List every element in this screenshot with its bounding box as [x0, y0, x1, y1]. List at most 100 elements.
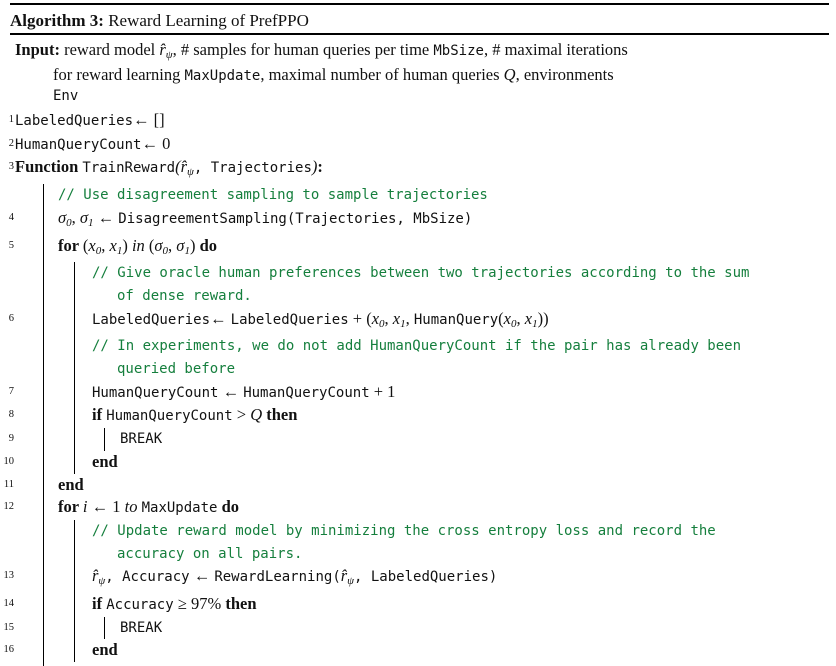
- block-rail: [43, 358, 44, 381]
- code-text: ≥ 97%: [173, 594, 226, 614]
- code-text: 0: [162, 244, 169, 257]
- code-text: HumanQueryCount: [92, 384, 219, 401]
- code-text: Q: [250, 405, 263, 425]
- code-text: end: [92, 640, 118, 660]
- indent-spacer: [14, 207, 43, 235]
- block-rail: [74, 404, 75, 429]
- code-text: HumanQueryCount: [15, 136, 142, 153]
- input-line: Env: [0, 86, 836, 106]
- code-text: x: [392, 308, 401, 328]
- line-number: [0, 520, 14, 543]
- code-text: Accuracy: [106, 597, 174, 614]
- code-text: ,: [405, 308, 414, 328]
- code-text: x: [524, 308, 533, 328]
- code-text: end: [92, 451, 118, 471]
- indent-spacer: [14, 639, 43, 662]
- code-text: HumanQuery: [413, 311, 499, 328]
- code-text: ← 0: [141, 133, 171, 153]
- block-rail: [43, 234, 44, 263]
- indent-spacer: [44, 593, 74, 617]
- code-text: BREAK: [120, 619, 163, 636]
- indent-spacer: [14, 381, 43, 405]
- indent-spacer: [44, 404, 74, 428]
- block-rail: [43, 496, 44, 520]
- block-rail: [74, 450, 75, 474]
- code-text: for reward learning: [53, 65, 185, 84]
- indent-spacer: [14, 428, 43, 451]
- code-text: :: [317, 157, 323, 177]
- algo-line: 8 if HumanQueryCount > Q then: [0, 404, 836, 429]
- line-number: 11: [3, 478, 14, 490]
- algo-comment-line: of dense reward.: [0, 284, 836, 308]
- code-text: , environments: [515, 65, 614, 84]
- block-rail: [74, 565, 75, 594]
- indent-spacer: [44, 285, 74, 308]
- block-rail: [74, 262, 75, 285]
- code-text: ← 1: [87, 497, 125, 517]
- block-rail: [74, 428, 75, 451]
- code-text: MaxUpdate: [184, 68, 261, 84]
- line-content: if Accuracy ≥ 97% then: [75, 593, 836, 617]
- code-text: 1: [184, 244, 190, 257]
- line-content: HumanQueryCount ← HumanQueryCount + 1: [75, 381, 836, 405]
- indent-spacer: [44, 451, 74, 474]
- code-text: ,: [101, 235, 110, 255]
- code-text: Env: [53, 88, 79, 104]
- line-number: 4: [8, 211, 14, 223]
- code-text: ←: [189, 566, 215, 586]
- code-text: BREAK: [120, 431, 163, 448]
- code-text: then: [262, 405, 298, 425]
- indent-spacer: [14, 593, 43, 617]
- code-text: HumanQueryCount: [106, 408, 233, 425]
- indent-spacer: [14, 262, 43, 285]
- line-content: of dense reward.: [75, 285, 836, 308]
- code-text: ψ: [98, 575, 106, 588]
- code-text: + (: [348, 308, 372, 328]
- line-number: 7: [8, 385, 14, 397]
- algo-comment-line: // Update reward model by minimizing the…: [0, 519, 836, 543]
- indent-spacer: [14, 474, 43, 497]
- algorithm-title-text: Reward Learning of PrefPPO: [103, 11, 309, 30]
- code-text: σ: [154, 235, 163, 255]
- code-text: for: [58, 497, 83, 517]
- line-content: // Use disagreement sampling to sample t…: [44, 184, 836, 207]
- line-number: 10: [3, 455, 15, 467]
- line-number: 8: [8, 409, 14, 421]
- indent-spacer: [44, 520, 74, 543]
- code-text: ,: [516, 308, 525, 328]
- code-text: σ: [176, 235, 185, 255]
- line-number: 13: [3, 570, 15, 582]
- code-text: , # maximal iterations: [483, 40, 628, 59]
- algo-comment-line: queried before: [0, 358, 836, 381]
- code-text: ←: [93, 207, 119, 227]
- block-rail: [43, 519, 44, 543]
- code-text: i: [82, 497, 88, 517]
- line-number: 3: [8, 161, 14, 173]
- code-text: r̂: [92, 566, 99, 586]
- block-rail: [43, 184, 44, 207]
- line-number: [0, 262, 14, 285]
- code-text: DisagreementSampling(Trajectories, MbSiz…: [118, 210, 473, 227]
- indent-spacer: [14, 451, 43, 474]
- block-rail: [74, 335, 75, 359]
- line-number: [0, 335, 14, 358]
- indent-spacer: [14, 358, 43, 381]
- line-content: if HumanQueryCount > Q then: [75, 404, 836, 428]
- algo-comment-line: // In experiments, we do not add HumanQu…: [0, 335, 836, 359]
- line-number: [0, 543, 14, 566]
- line-content: end: [44, 474, 836, 497]
- indent-spacer: [14, 520, 43, 543]
- indent-spacer: [14, 662, 43, 666]
- algo-line: 10 end: [0, 450, 836, 474]
- line-number: [0, 285, 14, 308]
- block-rail: [74, 593, 75, 617]
- block-rail: [43, 542, 44, 566]
- code-text: 0: [66, 216, 72, 229]
- indent-spacer: [14, 496, 43, 520]
- line-content: LabeledQueries← []: [14, 109, 836, 133]
